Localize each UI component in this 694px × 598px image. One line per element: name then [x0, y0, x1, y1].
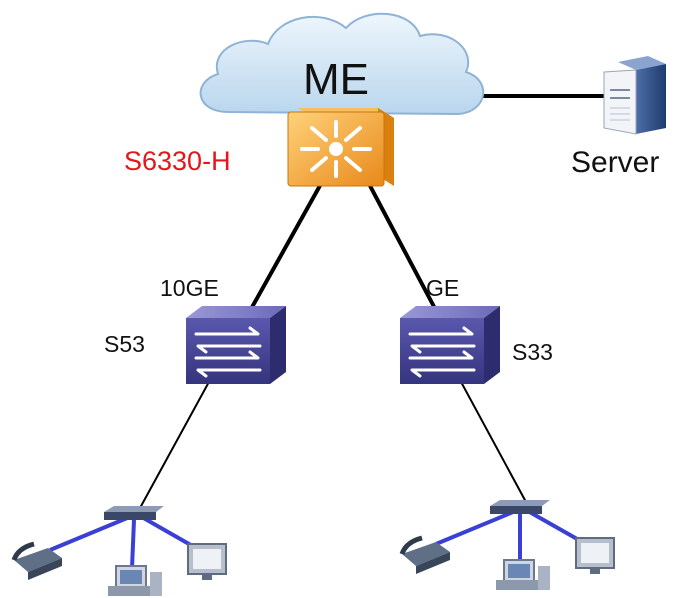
- left-switch-label: S53: [104, 331, 145, 357]
- cloud-icon: [199, 12, 485, 116]
- pc-icon: [108, 565, 162, 596]
- hub-icon: [104, 506, 164, 520]
- link-left-switch-hub: [139, 379, 211, 509]
- link-right-switch-hub: [459, 379, 527, 503]
- hub-icon: [490, 500, 550, 514]
- right-link-label: GE: [426, 275, 459, 301]
- pc-icon: [496, 559, 550, 590]
- link-core-right-switch: [366, 181, 442, 319]
- monitor-icon: [187, 543, 227, 580]
- server-icon: [603, 56, 666, 135]
- left-access-group: [11, 506, 227, 596]
- server-label: Server: [571, 146, 659, 179]
- left-switch-icon: [186, 306, 286, 384]
- right-switch-label: S33: [512, 339, 553, 365]
- access-links: [139, 379, 527, 509]
- monitor-icon: [575, 537, 615, 574]
- ip-phone-icon: [11, 541, 62, 580]
- ip-phone-icon: [399, 535, 450, 574]
- cloud-label: ME: [303, 55, 369, 104]
- right-switch-icon: [400, 306, 500, 384]
- core-switch-icon: [287, 108, 394, 187]
- left-link-label: 10GE: [160, 275, 219, 301]
- link-core-left-switch: [244, 181, 324, 319]
- right-access-group: [399, 500, 615, 590]
- core-switch-label: S6330-H: [124, 146, 231, 176]
